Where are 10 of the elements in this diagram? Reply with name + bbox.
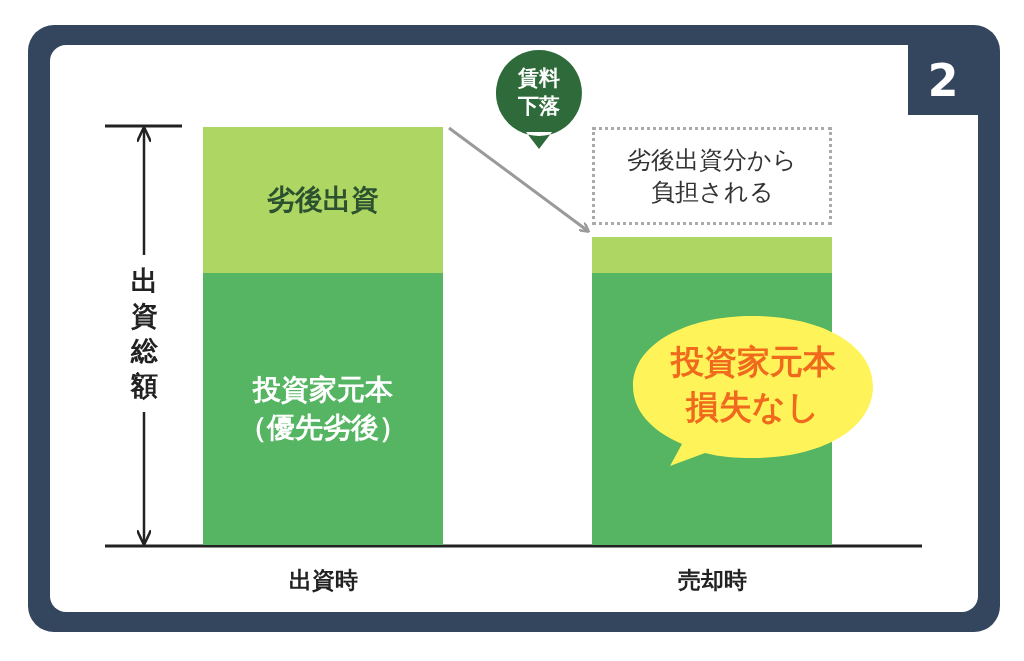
step-number: 2 xyxy=(908,45,978,115)
callout-bubble: 賃料下落 xyxy=(494,48,584,150)
category-label: 売却時 xyxy=(676,565,748,595)
bar-segment: 劣後出資 xyxy=(203,127,443,273)
note-box: 劣後出資分から負担される xyxy=(592,127,832,225)
category-label: 出資時 xyxy=(287,565,359,595)
bar-segment: 投資家元本（優先劣後） xyxy=(203,273,443,545)
axis-label: 出資総額 xyxy=(129,263,159,404)
bar-segment xyxy=(592,237,832,273)
arrow xyxy=(448,126,591,233)
